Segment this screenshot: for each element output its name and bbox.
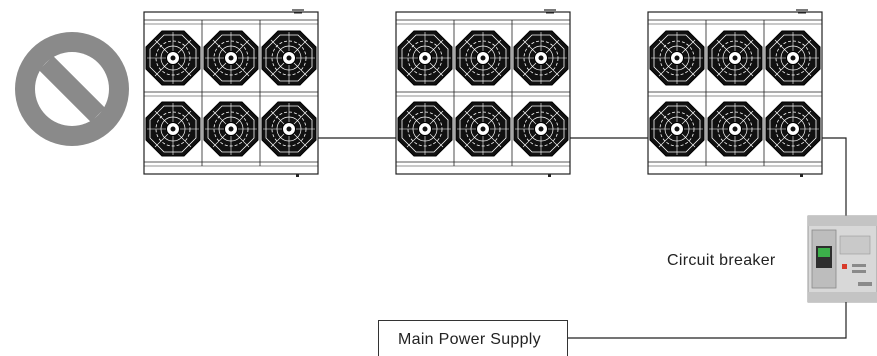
circuit-breaker-icon xyxy=(808,216,877,302)
outdoor-unit-1 xyxy=(144,10,318,177)
outdoor-unit-2 xyxy=(396,10,570,177)
wire-breaker-supply xyxy=(568,302,846,338)
no-entry-icon xyxy=(15,32,129,146)
wire-unit3-breaker xyxy=(822,138,846,218)
outdoor-unit-3 xyxy=(648,10,822,177)
circuit-breaker-label: Circuit breaker xyxy=(667,252,776,270)
main-power-supply-label: Main Power Supply xyxy=(398,331,541,349)
